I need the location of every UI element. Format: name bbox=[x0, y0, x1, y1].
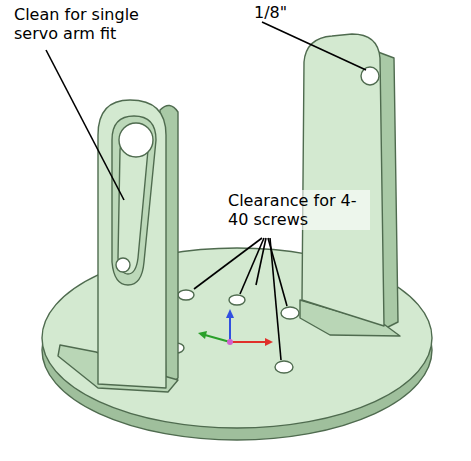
bracket-face bbox=[302, 34, 384, 326]
bracket-face bbox=[98, 100, 166, 388]
screw-holes bbox=[168, 290, 299, 373]
annotation-label: Clearance for 4-40 screws bbox=[226, 190, 370, 230]
arm-hole bbox=[116, 258, 130, 272]
axis-triad bbox=[198, 309, 273, 346]
annotation-label: Clean for single servo arm fit bbox=[12, 4, 166, 44]
servo-hole bbox=[119, 123, 153, 157]
annotation-label: 1/8" bbox=[252, 2, 316, 23]
arm-slot bbox=[112, 116, 156, 285]
